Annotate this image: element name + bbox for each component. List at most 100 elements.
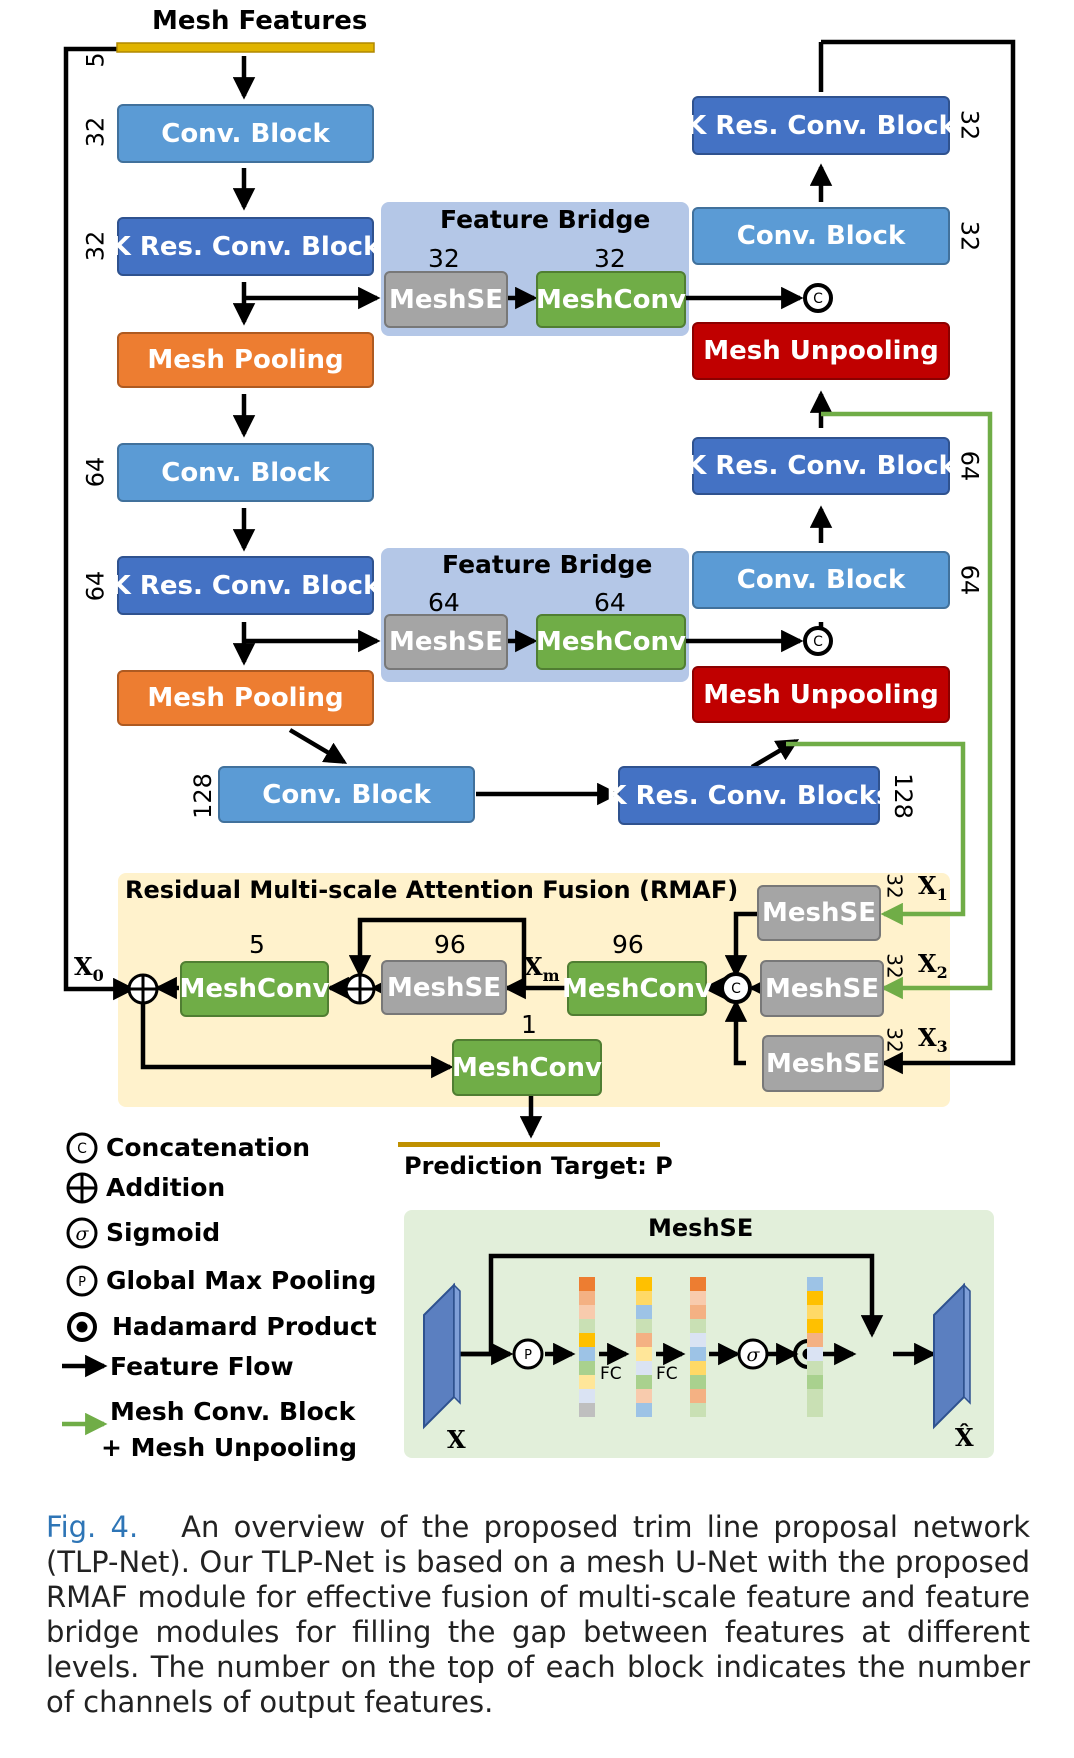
prediction-target-bar [398,1142,660,1147]
concat-node-1 [803,283,833,313]
black-flow-lines [62,39,1016,1378]
channel-res1: 32 [81,230,110,262]
concat-node-rmaf [720,972,752,1004]
meshse-output-label: X̂ [955,1423,974,1452]
svg-text:C: C [813,634,823,650]
encoder-conv-block-2: Conv. Block [117,443,374,502]
legend-addition-icon [66,1172,98,1204]
rmaf-meshse-x3: MeshSE [762,1035,884,1092]
rmaf-xm-label: Xm [524,952,560,985]
channel-dec-conv-mid: 64 [955,564,984,596]
encoder-conv-block-3: Conv. Block [218,766,475,823]
svg-text:σ: σ [747,1344,761,1366]
feature-bridge-1-meshconv: MeshConv [536,271,686,328]
meshse-fc2-label: FC [656,1364,678,1384]
green-flow-lines [62,411,993,1436]
meshse-fc1-label: FC [600,1364,622,1384]
feature-bridge-2-title: Feature Bridge [442,550,653,579]
rmaf-meshse-x1: MeshSE [757,885,881,941]
meshse-sigmoid-node [737,1338,769,1370]
caption-text: An overview of the proposed trim line pr… [46,1510,1030,1719]
rmaf-x1-label: X1 [918,871,948,904]
channel-dec-res-mid: 64 [955,450,984,482]
legend-concat-label: Concatenation [106,1133,311,1162]
rmaf-ch-96a: 96 [434,930,466,959]
legend-global-max-pooling-icon [66,1265,98,1297]
feature-bridge-2-se-channels: 64 [428,588,460,617]
channel-in: 5 [81,52,110,68]
addition-node-att [344,973,376,1005]
channel-dec-res-bottom: 128 [888,773,917,819]
decoder-conv-block-top: Conv. Block [692,207,950,265]
rmaf-title: Residual Multi-scale Attention Fusion (R… [125,876,739,904]
feature-vector-1 [579,1277,595,1417]
rmaf-meshse-attention: MeshSE [381,960,507,1015]
rmaf-ch-x3: 32 [882,1027,907,1053]
decoder-unpooling-2: Mesh Unpooling [692,666,950,723]
decoder-conv-block-mid: Conv. Block [692,551,950,609]
encoder-conv-block-1: Conv. Block [117,104,374,163]
rmaf-meshconv-final: MeshConv [452,1039,602,1096]
encoder-res-block-1: K Res. Conv. Block [111,217,380,276]
meshse-output-slab [933,1282,971,1430]
feature-vector-3 [690,1277,706,1417]
svg-text:P: P [524,1348,532,1363]
encoder-pooling-2: Mesh Pooling [117,670,374,726]
channel-res2: 64 [81,570,110,602]
rmaf-ch-5: 5 [249,930,265,959]
prediction-target-label: Prediction Target: P [404,1152,673,1180]
rmaf-ch-1: 1 [521,1010,537,1039]
svg-text:C: C [813,291,823,307]
feature-vector-2 [636,1277,652,1417]
rmaf-x0-label: X0 [74,952,104,985]
legend-addition-label: Addition [106,1173,226,1202]
legend-concat-icon [66,1132,98,1164]
svg-text:C: C [731,981,741,997]
channel-conv1: 32 [81,116,110,148]
legend-sigmoid-icon [66,1217,98,1249]
decoder-unpooling-1: Mesh Unpooling [692,322,950,380]
rmaf-meshse-x2: MeshSE [760,960,884,1017]
channel-conv2: 64 [81,456,110,488]
feature-bridge-2-meshconv: MeshConv [536,614,686,670]
svg-text:P: P [78,1275,86,1290]
svg-text:σ: σ [76,1223,90,1245]
channel-conv3: 128 [188,773,217,819]
mesh-features-bar [116,42,375,53]
decoder-res-block-mid: K Res. Conv. Block [686,437,956,495]
rmaf-x3-label: X3 [918,1023,948,1056]
feature-vector-4 [807,1277,823,1417]
svg-text:C: C [77,1141,87,1157]
legend-feature-flow-label: Feature Flow [110,1352,294,1381]
legend-sigmoid-label: Sigmoid [106,1218,221,1247]
mesh-features-label: Mesh Features [152,6,368,36]
legend-green-flow-label-2: + Mesh Unpooling [101,1433,358,1462]
addition-node-x0 [127,973,159,1005]
feature-bridge-2-conv-channels: 64 [594,588,626,617]
legend-hadamard-icon [67,1312,97,1342]
rmaf-meshconv-out: MeshConv [180,961,329,1017]
rmaf-meshconv-main: MeshConv [562,961,712,1016]
meshse-pool-node [512,1338,544,1370]
concat-node-2 [803,626,833,656]
meshse-input-slab [423,1282,461,1430]
decoder-res-block-top: K Res. Conv. Block [686,96,956,155]
encoder-pooling-1: Mesh Pooling [117,332,374,388]
legend-pooling-label: Global Max Pooling [106,1266,377,1295]
rmaf-x2-label: X2 [918,949,948,982]
rmaf-ch-x1: 32 [882,873,907,899]
figure-caption: Fig. 4. An overview of the proposed trim… [46,1510,1030,1720]
meshse-input-label: X [447,1425,466,1454]
figure-tag: Fig. 4. [46,1510,139,1544]
legend-green-flow-label-1: Mesh Conv. Block [110,1397,356,1426]
rmaf-ch-96b: 96 [612,930,644,959]
meshse-detail-title: MeshSE [648,1214,754,1242]
feature-bridge-1-se-channels: 32 [428,244,460,273]
rmaf-ch-x2: 32 [882,953,907,979]
legend-hadamard-label: Hadamard Product [112,1312,377,1341]
feature-bridge-2-meshse: MeshSE [384,614,508,670]
encoder-res-block-2: K Res. Conv. Block [111,556,380,615]
channel-dec-res-top: 32 [955,109,984,141]
feature-bridge-1-meshse: MeshSE [384,271,508,328]
